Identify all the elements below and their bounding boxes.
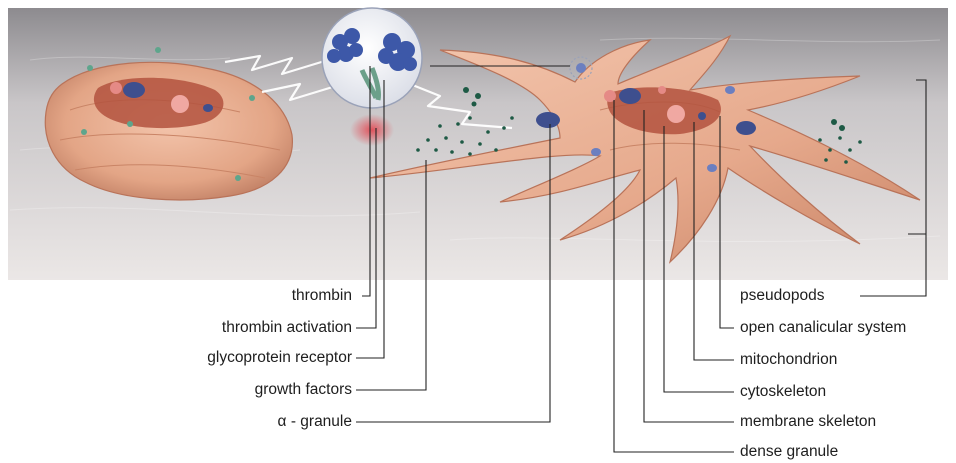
- label-dense-granule: dense granule: [740, 443, 838, 461]
- label-glycoprotein-receptor: glycoprotein receptor: [207, 349, 352, 367]
- label-thrombin: thrombin: [292, 287, 352, 305]
- label-growth-factors: growth factors: [255, 381, 352, 399]
- label-mitochondrion: mitochondrion: [740, 351, 837, 369]
- label-thrombin-activation: thrombin activation: [222, 319, 352, 337]
- label-alpha-granule: α - granule: [278, 413, 352, 431]
- receptor-bubble: [322, 8, 422, 108]
- label-cytoskeleton: cytoskeleton: [740, 383, 826, 401]
- label-membrane-skeleton: membrane skeleton: [740, 413, 876, 431]
- label-open-canalicular-system: open canalicular system: [740, 319, 906, 337]
- label-pseudopods: pseudopods: [740, 287, 824, 305]
